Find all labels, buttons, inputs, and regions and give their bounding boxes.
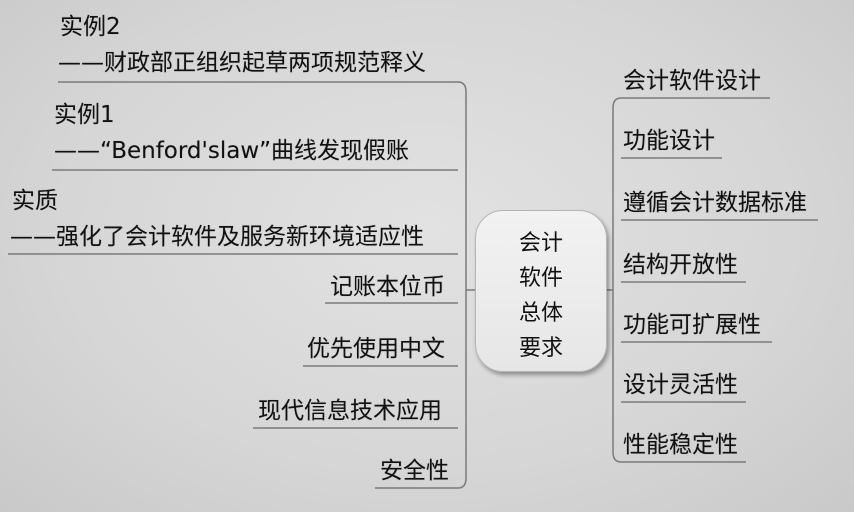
right-item-software-design: 会计软件设计: [623, 68, 761, 94]
essence-detail: ——强化了会计软件及服务新环境适应性: [10, 224, 424, 250]
example2-detail: ——财政部正组织起草两项规范释义: [58, 50, 426, 76]
right-item-extensibility: 功能可扩展性: [623, 312, 761, 338]
example1-detail: ——“Benford'slaw”曲线发现假账: [54, 138, 410, 164]
connector-left-spine: [457, 81, 467, 489]
center-line-2: 软件: [518, 266, 563, 291]
right-item-flexibility: 设计灵活性: [623, 372, 738, 398]
center-line-3: 总体: [518, 301, 563, 326]
center-line-1: 会计: [518, 231, 563, 256]
right-item-open-structure: 结构开放性: [623, 252, 738, 278]
center-line-4: 要求: [518, 336, 563, 361]
left-item-bookkeeping-currency: 记账本位币: [330, 274, 445, 300]
connector-right-spine: [612, 97, 622, 463]
example2-title: 实例2: [60, 14, 121, 40]
example1-title: 实例1: [54, 102, 115, 128]
right-item-function-design: 功能设计: [623, 128, 715, 154]
center-node: 会计 软件 总体 要求: [475, 210, 607, 372]
left-item-security: 安全性: [380, 458, 449, 484]
right-item-data-standard: 遵循会计数据标准: [623, 190, 807, 216]
essence-title: 实质: [12, 188, 58, 214]
left-item-modern-it: 现代信息技术应用: [258, 398, 442, 424]
left-item-chinese-priority: 优先使用中文: [307, 336, 445, 362]
right-item-stability: 性能稳定性: [623, 432, 738, 458]
